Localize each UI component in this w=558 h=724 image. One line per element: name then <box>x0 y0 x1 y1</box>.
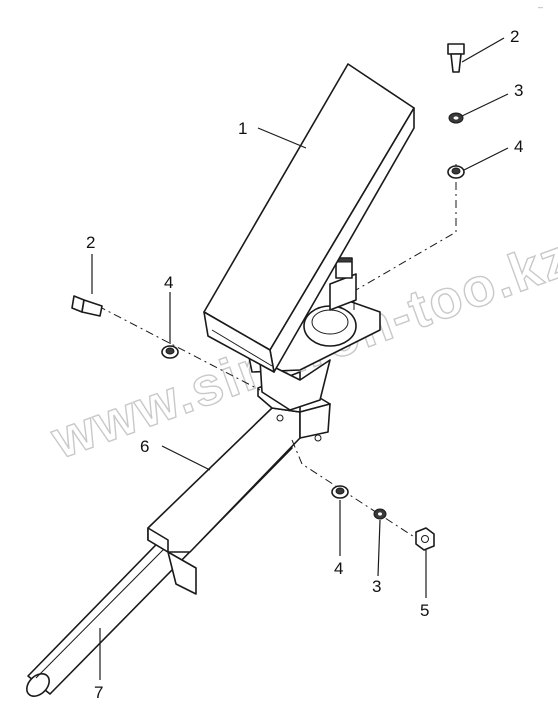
callout-5: 5 <box>420 601 429 620</box>
nut-upper <box>447 165 465 179</box>
nut-left <box>161 345 179 359</box>
callout-6: 6 <box>140 437 149 456</box>
pedal-plate <box>203 63 415 373</box>
pedal-bracket <box>147 371 331 595</box>
washer-upper <box>448 112 464 124</box>
callout-4-upper: 4 <box>514 137 523 156</box>
hex-nut-lower <box>415 527 435 551</box>
callout-1: 1 <box>238 119 247 138</box>
bolt-left <box>71 295 103 317</box>
callout-labels: 1 2 3 4 2 4 6 4 3 5 7 <box>86 27 523 702</box>
bolt-upper <box>447 43 465 73</box>
nut-lower <box>331 485 349 499</box>
callout-4-lower: 4 <box>334 559 343 578</box>
callout-2-upper: 2 <box>510 27 519 46</box>
leader-lines <box>91 37 509 680</box>
callout-3-lower: 3 <box>372 577 381 596</box>
callout-4-left: 4 <box>164 273 173 292</box>
washer-lower <box>373 508 387 520</box>
corner-mark: – <box>538 2 543 12</box>
callout-2-left: 2 <box>86 233 95 252</box>
callout-7: 7 <box>94 683 103 702</box>
callout-3-upper: 3 <box>514 81 523 100</box>
